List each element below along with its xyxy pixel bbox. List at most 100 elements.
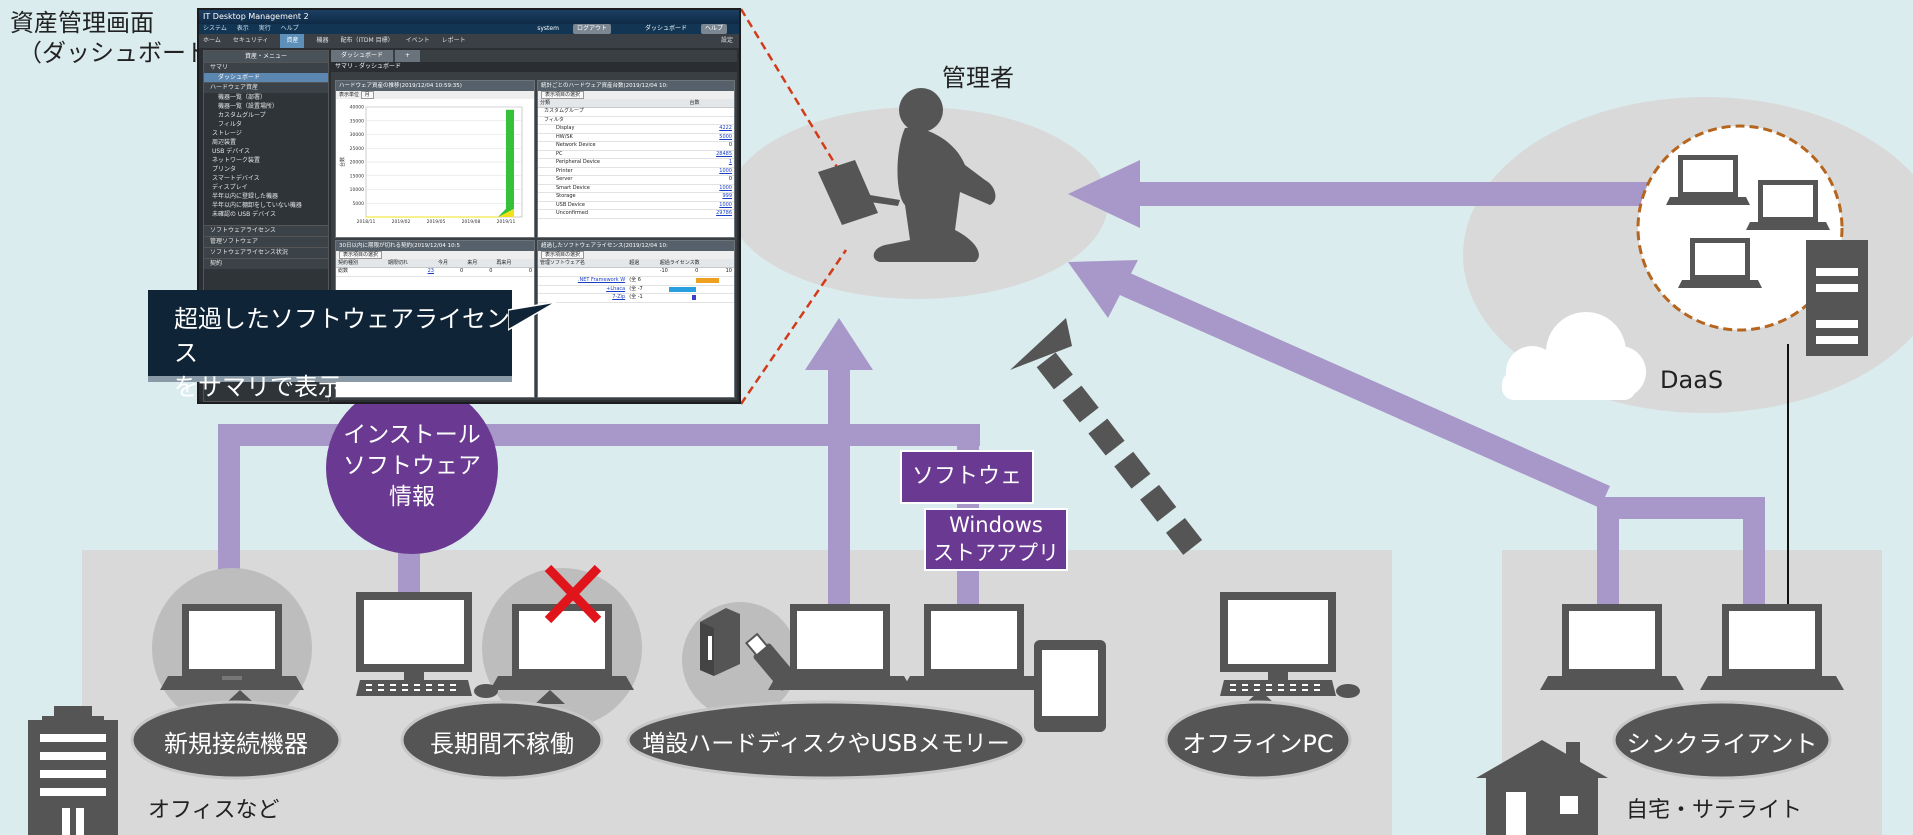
cell-scope: (全 bbox=[629, 277, 637, 283]
menu-group-contract[interactable]: 契約 bbox=[204, 258, 328, 269]
cell-scope: (全 bbox=[629, 285, 637, 292]
cell-count[interactable]: 1000 bbox=[687, 184, 734, 193]
cell-count[interactable]: 29786 bbox=[687, 209, 734, 219]
select-items-button[interactable]: 表示項目の選択 bbox=[541, 251, 585, 259]
pane-title: 30日以内に期限が切れる契約(2019/12/04 10:5 bbox=[336, 241, 534, 251]
cell-category: カスタムグループ bbox=[538, 107, 688, 117]
menu-group-managed-software[interactable]: 管理ソフトウェア bbox=[204, 236, 328, 247]
toolbar-home[interactable]: ホーム bbox=[203, 37, 221, 44]
select-items-button[interactable]: 表示項目の選択 bbox=[339, 251, 383, 259]
cell-count[interactable]: 1 bbox=[687, 158, 734, 168]
select-items-button[interactable]: 表示項目の選択 bbox=[541, 91, 585, 99]
cell-value: -7 bbox=[637, 285, 643, 292]
menu-group-license-status[interactable]: ソフトウェアライセンス状況 bbox=[204, 247, 328, 258]
cell-link[interactable]: 23 bbox=[386, 267, 436, 277]
install-software-bubble bbox=[326, 382, 498, 554]
cell-category: Display bbox=[538, 124, 688, 134]
col-type: 契約種別 bbox=[336, 259, 386, 268]
menu-item-dashboard[interactable]: ダッシュボード bbox=[204, 73, 328, 82]
cell-software[interactable]: 7-Zip bbox=[538, 293, 628, 303]
pane-controls: 表示項目の選択 bbox=[538, 251, 734, 259]
menu-item[interactable]: 周辺装置 bbox=[212, 139, 237, 146]
table-header: 分類台数 bbox=[538, 99, 734, 108]
cell-category: Network Device bbox=[538, 141, 688, 151]
dashboard-link[interactable]: ダッシュボード bbox=[644, 25, 687, 32]
cell-count[interactable]: 4222 bbox=[687, 124, 734, 134]
menu-item[interactable]: USB デバイス bbox=[212, 148, 251, 155]
cell-count[interactable]: 5000 bbox=[687, 133, 734, 142]
toolbar-reports[interactable]: レポート bbox=[441, 37, 466, 44]
table-row: 7-Zip(全 -1 bbox=[538, 293, 734, 303]
menu-item[interactable]: フィルタ bbox=[218, 121, 242, 128]
menu-item[interactable]: 機器一覧（部署） bbox=[218, 94, 267, 101]
toolbar-distribution[interactable]: 配布（ITDM 目標） bbox=[340, 37, 394, 44]
menu-item[interactable]: ストレージ bbox=[212, 130, 242, 137]
menu-item[interactable]: 未確認の USB デバイス bbox=[212, 211, 276, 218]
help-button[interactable]: ヘルプ bbox=[700, 24, 727, 34]
axis-tick: 10 bbox=[725, 268, 732, 274]
menu-item[interactable]: スマートデバイス bbox=[212, 175, 260, 182]
col-over-count: 超過ライセンス数 bbox=[657, 259, 734, 268]
tab-add[interactable]: + bbox=[395, 50, 421, 62]
menu-group-software-license[interactable]: ソフトウェアライセンス bbox=[204, 225, 328, 236]
toolbar-settings[interactable]: 設定 bbox=[720, 37, 733, 44]
col-expired: 期限切れ bbox=[386, 259, 436, 268]
pill-new-device: 新規接続機器 bbox=[164, 730, 308, 758]
pill-offline: オフラインPC bbox=[1182, 730, 1334, 758]
cell-count[interactable]: 1000 bbox=[687, 167, 734, 176]
cell-count[interactable]: 1000 bbox=[687, 201, 734, 210]
menu-item[interactable]: ネットワーク装置 bbox=[212, 157, 261, 164]
cell-category: Storage bbox=[538, 192, 688, 202]
cell-software[interactable]: .NET Framework W bbox=[538, 276, 628, 286]
toolbar-devices[interactable]: 機器 bbox=[316, 37, 329, 44]
tablet-icon bbox=[1034, 640, 1106, 732]
toolbar-security[interactable]: セキュリティ bbox=[232, 37, 269, 44]
cell-count[interactable]: 999 bbox=[687, 192, 734, 202]
logout-button[interactable]: ログアウト bbox=[572, 24, 611, 34]
offline-arrow bbox=[1010, 318, 1203, 555]
menu-help[interactable]: ヘルプ bbox=[280, 25, 299, 32]
menu-item[interactable]: ディスプレイ bbox=[212, 184, 248, 191]
menu-group-hardware[interactable]: ハードウェア資産 bbox=[204, 82, 328, 93]
menu-system[interactable]: システム bbox=[203, 25, 227, 32]
table-row: .NET Framework W(全 6 bbox=[538, 276, 734, 286]
software-label: ソフトウェア bbox=[900, 450, 1034, 539]
app-title: IT Desktop Management 2 bbox=[203, 12, 309, 21]
header-links: system ログアウト ダッシュボード ヘルプ bbox=[537, 24, 735, 34]
menu-item[interactable]: 半年以内に登録した機器 bbox=[212, 193, 279, 200]
cell-count[interactable]: 28485 bbox=[687, 150, 734, 159]
area-series-green bbox=[498, 109, 514, 217]
table-header: 管理ソフトウェア名 超過 超過ライセンス数 bbox=[538, 259, 734, 268]
toolbar-events[interactable]: イベント bbox=[405, 37, 430, 44]
screen-connector-top bbox=[739, 8, 848, 183]
admin-icon bbox=[818, 88, 996, 262]
table-header: 契約種別 期限切れ 今月 来月 再来月 bbox=[336, 259, 534, 268]
axis-tick: -10 bbox=[659, 268, 668, 274]
menu-view[interactable]: 表示 bbox=[236, 25, 249, 32]
menu-group-summary[interactable]: サマリ bbox=[204, 62, 328, 73]
cell: 0 bbox=[465, 267, 495, 277]
cell-software[interactable]: +Lhaca bbox=[538, 285, 628, 294]
cell-category: Printer bbox=[538, 167, 688, 176]
cell-count bbox=[687, 107, 734, 117]
unit-select[interactable]: 月 bbox=[360, 91, 374, 99]
cell-value: -1 bbox=[637, 294, 643, 300]
asset-menu-header: 資産・メニュー bbox=[204, 51, 328, 62]
tab-dashboard[interactable]: ダッシュボード bbox=[331, 50, 394, 62]
inactive-x-icon bbox=[544, 564, 602, 624]
menu-item[interactable]: 半年以内に棚卸をしていない機器 bbox=[212, 202, 302, 209]
col-month-after: 再来月 bbox=[494, 259, 534, 268]
callout-pointer bbox=[508, 301, 557, 331]
toolbar-assets[interactable]: 資産 bbox=[280, 34, 305, 48]
col-next-month: 来月 bbox=[465, 259, 495, 268]
menu-run[interactable]: 実行 bbox=[258, 25, 271, 32]
cell-category: Peripheral Device bbox=[538, 158, 688, 168]
menu-item[interactable]: カスタムグループ bbox=[218, 112, 266, 119]
y-axis-label: 台数 bbox=[339, 157, 346, 167]
menu-item[interactable]: プリンタ bbox=[212, 166, 237, 173]
menu-item[interactable]: 機器一覧（設置場所） bbox=[218, 103, 279, 110]
